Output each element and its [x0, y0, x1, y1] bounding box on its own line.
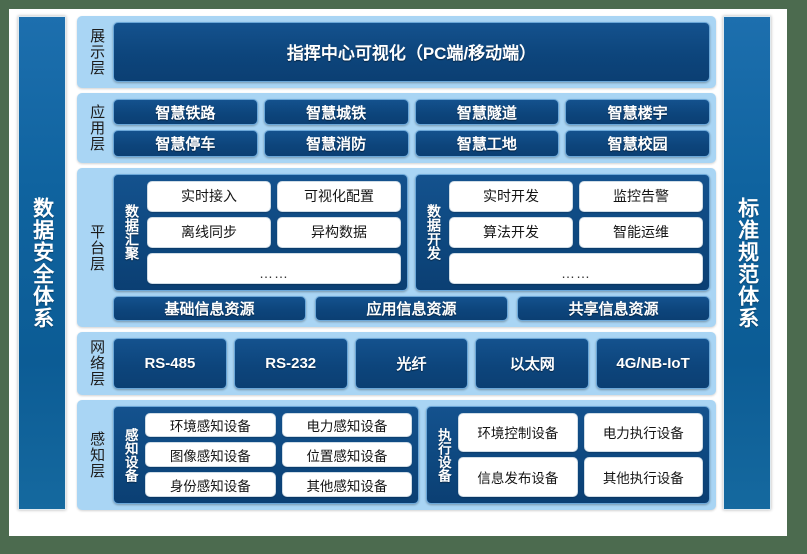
- platform-module-data-development: 数据开发 实时开发 监控告警 算法开发 智能运维 ……: [415, 173, 710, 291]
- platform-modules-row: 数据汇聚 实时接入 可视化配置 离线同步 异构数据 ……: [113, 173, 710, 291]
- layer-stack: 展示层 指挥中心可视化（PC端/移动端） 应用层 智慧铁路 智慧城铁 智慧隧道 …: [77, 16, 716, 511]
- layer-platform: 平台层 数据汇聚 实时接入 可视化配置 离线同步 异: [77, 167, 716, 328]
- sensor-devices-grid: 环境感知设备 电力感知设备 图像感知设备 位置感知设备 身份感知设备 其他感知设…: [140, 412, 413, 498]
- application-row-1: 智慧铁路 智慧城铁 智慧隧道 智慧楼宇: [113, 98, 710, 126]
- actuator-row-1: 环境控制设备 电力执行设备: [458, 412, 704, 453]
- right-side-bar-label: 标准规范体系: [735, 197, 759, 329]
- sensor-row-3: 身份感知设备 其他感知设备: [145, 472, 413, 498]
- resource-item-shared-info[interactable]: 共享信息资源: [517, 295, 710, 322]
- layer-network-label: 网络层: [88, 339, 106, 388]
- layer-application-body: 智慧铁路 智慧城铁 智慧隧道 智慧楼宇 智慧停车 智慧消防 智慧工地 智慧校园: [109, 98, 710, 157]
- network-item-ethernet[interactable]: 以太网: [475, 338, 590, 389]
- sensor-item-environment[interactable]: 环境感知设备: [145, 412, 276, 438]
- app-item-smart-building[interactable]: 智慧楼宇: [565, 98, 710, 126]
- platform-module-data-aggregation-label: 数据汇聚: [123, 204, 140, 261]
- network-item-rs232[interactable]: RS-232: [233, 338, 348, 389]
- development-item-monitoring-alarm[interactable]: 监控告警: [579, 180, 703, 212]
- layer-sensing-body: 感知设备 环境感知设备 电力感知设备 图像感知设备 位置感知设备: [109, 405, 710, 505]
- network-item-optical-fiber[interactable]: 光纤: [354, 338, 469, 389]
- aggregation-row-2: 离线同步 异构数据: [147, 216, 401, 248]
- resource-item-basic-info[interactable]: 基础信息资源: [113, 295, 306, 322]
- layer-platform-body: 数据汇聚 实时接入 可视化配置 离线同步 异构数据 ……: [109, 173, 710, 322]
- development-row-1: 实时开发 监控告警: [449, 180, 703, 212]
- development-item-realtime-dev[interactable]: 实时开发: [449, 180, 573, 212]
- app-item-smart-firefighting[interactable]: 智慧消防: [263, 130, 409, 157]
- platform-module-data-aggregation-grid: 实时接入 可视化配置 离线同步 异构数据 ……: [142, 180, 401, 284]
- development-row-2: 算法开发 智能运维: [449, 216, 703, 248]
- platform-module-data-development-grid: 实时开发 监控告警 算法开发 智能运维 ……: [444, 180, 703, 284]
- layer-display-label: 展示层: [88, 27, 106, 76]
- sensing-module-actuator-devices-label: 执行设备: [435, 427, 451, 482]
- app-item-smart-railway[interactable]: 智慧铁路: [113, 98, 258, 126]
- app-item-smart-campus[interactable]: 智慧校园: [565, 130, 710, 157]
- sensor-row-1: 环境感知设备 电力感知设备: [145, 412, 413, 438]
- aggregation-item-visual-config[interactable]: 可视化配置: [277, 180, 401, 212]
- sensor-row-2: 图像感知设备 位置感知设备: [145, 442, 413, 468]
- aggregation-item-heterogeneous-data[interactable]: 异构数据: [277, 216, 401, 248]
- layer-sensing-label: 感知层: [88, 430, 106, 479]
- network-items-row: RS-485 RS-232 光纤 以太网 4G/NB-IoT: [113, 338, 710, 389]
- sensor-item-other[interactable]: 其他感知设备: [281, 472, 413, 498]
- display-banner-box[interactable]: 指挥中心可视化（PC端/移动端）: [113, 22, 710, 82]
- layer-network: 网络层 RS-485 RS-232 光纤 以太网 4G/NB-IoT: [77, 332, 716, 395]
- sensor-item-position[interactable]: 位置感知设备: [281, 442, 413, 468]
- right-side-bar-standards: 标准规范体系: [723, 16, 771, 510]
- app-item-smart-tunnel[interactable]: 智慧隧道: [414, 98, 560, 126]
- development-row-3: ……: [449, 252, 703, 284]
- actuator-devices-grid: 环境控制设备 电力执行设备 信息发布设备 其他执行设备: [453, 412, 704, 498]
- sensing-modules-row: 感知设备 环境感知设备 电力感知设备 图像感知设备 位置感知设备: [113, 405, 710, 505]
- platform-module-data-aggregation: 数据汇聚 实时接入 可视化配置 离线同步 异构数据 ……: [113, 173, 408, 291]
- sensor-item-identity[interactable]: 身份感知设备: [145, 472, 276, 498]
- development-item-more-ellipsis[interactable]: ……: [449, 252, 703, 284]
- platform-module-data-development-label: 数据开发: [425, 204, 442, 261]
- platform-resources-row: 基础信息资源 应用信息资源 共享信息资源: [113, 295, 710, 322]
- layer-application-label: 应用层: [88, 103, 106, 152]
- sensing-module-sensor-devices: 感知设备 环境感知设备 电力感知设备 图像感知设备 位置感知设备: [113, 405, 420, 505]
- sensing-module-actuator-devices: 执行设备 环境控制设备 电力执行设备 信息发布设备 其他执行设备: [426, 405, 710, 505]
- sensing-module-sensor-devices-label: 感知设备: [122, 427, 138, 482]
- app-item-smart-metro[interactable]: 智慧城铁: [263, 98, 409, 126]
- left-side-bar-label: 数据安全体系: [30, 197, 54, 329]
- development-item-algorithm-dev[interactable]: 算法开发: [449, 216, 573, 248]
- layer-display-body: 指挥中心可视化（PC端/移动端）: [109, 22, 710, 82]
- sensor-item-image[interactable]: 图像感知设备: [145, 442, 276, 468]
- app-item-smart-construction-site[interactable]: 智慧工地: [414, 130, 560, 157]
- aggregation-row-1: 实时接入 可视化配置: [147, 180, 401, 212]
- aggregation-item-realtime-ingest[interactable]: 实时接入: [147, 180, 271, 212]
- actuator-item-power-execution[interactable]: 电力执行设备: [583, 412, 704, 453]
- actuator-item-environment-control[interactable]: 环境控制设备: [458, 412, 578, 453]
- aggregation-item-more-ellipsis[interactable]: ……: [147, 252, 401, 284]
- layer-application: 应用层 智慧铁路 智慧城铁 智慧隧道 智慧楼宇 智慧停车 智慧消防 智慧工地 智…: [77, 92, 716, 163]
- network-item-rs485[interactable]: RS-485: [113, 338, 227, 389]
- actuator-item-other[interactable]: 其他执行设备: [583, 457, 704, 498]
- network-item-4g-nbiot[interactable]: 4G/NB-IoT: [596, 338, 710, 389]
- actuator-row-2: 信息发布设备 其他执行设备: [458, 457, 704, 498]
- layer-display: 展示层 指挥中心可视化（PC端/移动端）: [77, 16, 716, 88]
- aggregation-item-offline-sync[interactable]: 离线同步: [147, 216, 271, 248]
- aggregation-row-3: ……: [147, 252, 401, 284]
- left-side-bar-data-security: 数据安全体系: [18, 16, 66, 510]
- development-item-intelligent-ops[interactable]: 智能运维: [579, 216, 703, 248]
- layer-sensing: 感知层 感知设备 环境感知设备 电力感知设备 图像感知设备: [77, 399, 716, 511]
- app-item-smart-parking[interactable]: 智慧停车: [113, 130, 258, 157]
- sensor-item-power[interactable]: 电力感知设备: [281, 412, 413, 438]
- resource-item-application-info[interactable]: 应用信息资源: [315, 295, 508, 322]
- actuator-item-info-publishing[interactable]: 信息发布设备: [458, 457, 578, 498]
- layer-platform-label: 平台层: [88, 223, 106, 272]
- application-row-2: 智慧停车 智慧消防 智慧工地 智慧校园: [113, 130, 710, 157]
- layer-network-body: RS-485 RS-232 光纤 以太网 4G/NB-IoT: [109, 338, 710, 389]
